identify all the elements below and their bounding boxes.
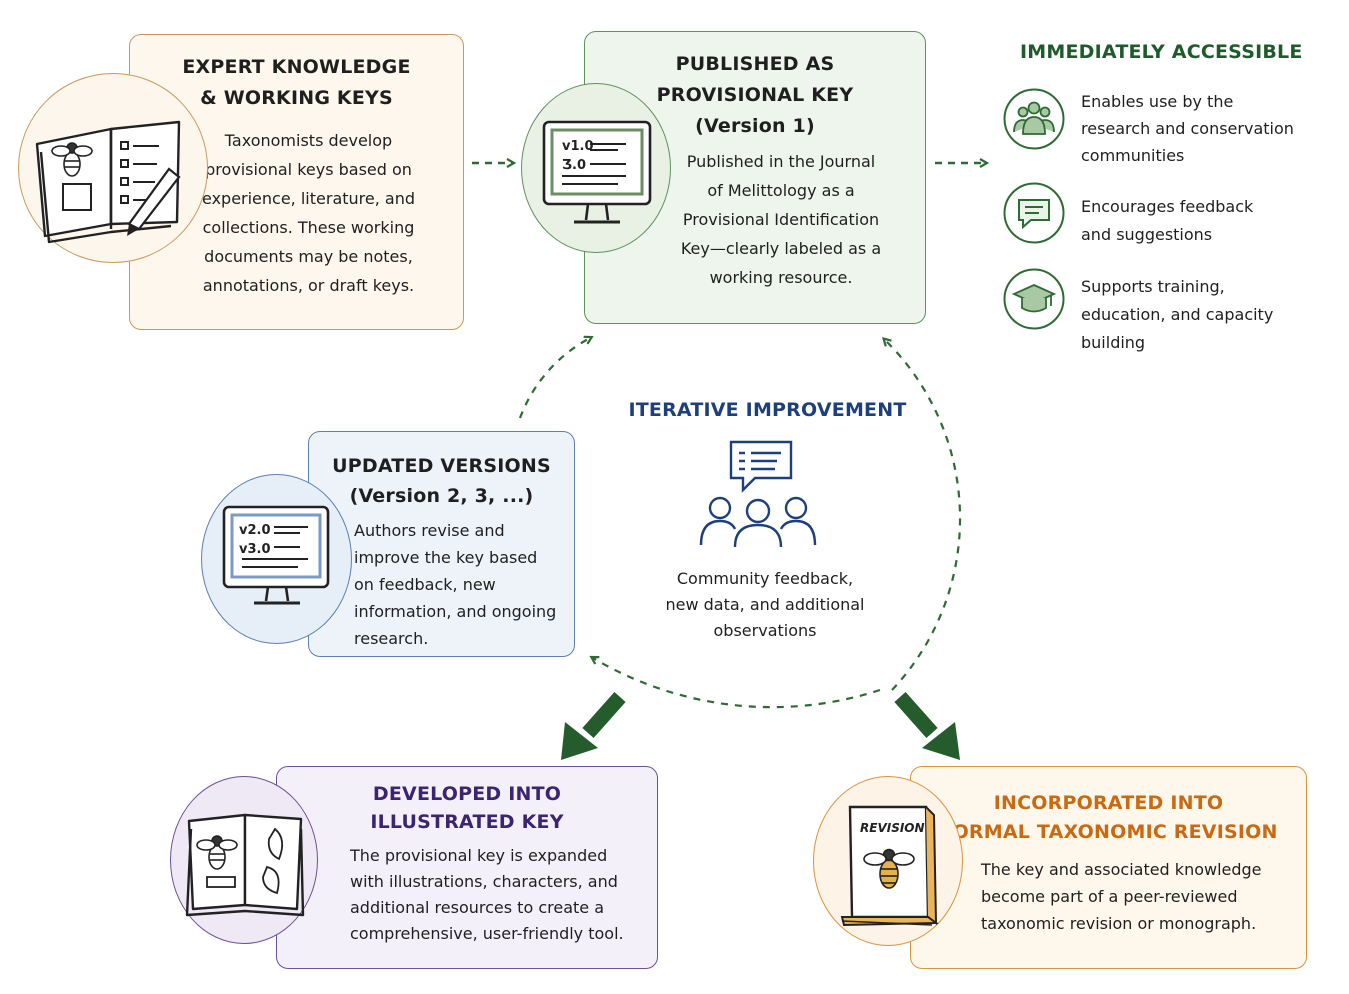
community-people-icon xyxy=(699,496,817,548)
screen-v1-label2: Ʒ.0 xyxy=(562,158,586,173)
revision-book-circle: REVISION xyxy=(813,776,963,946)
computer-monitor-icon xyxy=(542,120,652,224)
expert-title-line1: EXPERT KNOWLEDGE xyxy=(182,56,411,78)
published-title-line2: PROVISIONAL KEY xyxy=(656,84,854,106)
open-book-circle xyxy=(18,73,208,263)
illustrated-body: The provisional key is expanded with ill… xyxy=(350,846,624,943)
speech-bubble-icon xyxy=(729,440,793,493)
updated-title-line1: UPDATED VERSIONS xyxy=(332,455,551,477)
arrow-to-illustrated xyxy=(561,692,626,760)
revision-title-line1: INCORPORATED INTO xyxy=(993,792,1224,814)
revision-title-line2: FORMAL TAXONOMIC REVISION xyxy=(939,821,1278,843)
published-title-line3: (Version 1) xyxy=(695,115,815,137)
illustrated-book-circle xyxy=(170,776,318,944)
accessible-item-3-text: Supports training, education, and capaci… xyxy=(1081,277,1274,352)
expert-title-line2: & WORKING KEYS xyxy=(200,87,393,109)
expert-body: Taxonomists develop provisional keys bas… xyxy=(202,131,415,295)
caption-label-shape xyxy=(206,876,236,888)
screen-v3-label: v3.0 xyxy=(239,542,271,557)
monitor-v1-circle: v1.0 Ʒ.0 xyxy=(521,83,671,253)
expert-knowledge-box: EXPERT KNOWLEDGE & WORKING KEYS Taxonomi… xyxy=(129,34,464,330)
revision-book-label: REVISION xyxy=(860,821,925,835)
accessible-item-1-text: Enables use by the research and conserva… xyxy=(1081,92,1294,165)
bee-drawing-icon xyxy=(51,142,93,177)
screen-v2-label: v2.0 xyxy=(239,523,271,538)
accessible-item-1-icon-wrap xyxy=(1003,88,1065,150)
note-card xyxy=(62,183,92,211)
illustrated-title-line2: ILLUSTRATED KEY xyxy=(370,811,564,833)
illustrated-key-box: DEVELOPED INTO ILLUSTRATED KEY The provi… xyxy=(276,766,658,969)
revision-body: The key and associated knowledge become … xyxy=(981,860,1262,933)
community-feedback-icon-wrap xyxy=(695,437,825,552)
arrow-cycle-left xyxy=(518,338,590,419)
arrow-cycle-bottom xyxy=(593,658,881,709)
taxonomic-revision-box: INCORPORATED INTO FORMAL TAXONOMIC REVIS… xyxy=(910,766,1307,969)
updated-body: Authors revise and improve the key based… xyxy=(354,521,557,648)
iterative-body: Community feedback, new data, and additi… xyxy=(665,569,865,640)
arrow-to-revision xyxy=(894,692,960,760)
published-body: Published in the Journal of Melittology … xyxy=(680,152,882,287)
people-group-icon xyxy=(1013,101,1055,135)
accessible-item-2-icon-wrap xyxy=(1003,182,1065,244)
computer-monitor-icon xyxy=(222,505,330,605)
screen-v1-label: v1.0 xyxy=(562,139,594,154)
accessible-title: IMMEDIATELY ACCESSIBLE xyxy=(1020,41,1303,63)
iterative-title: ITERATIVE IMPROVEMENT xyxy=(628,399,907,421)
bee-drawing-icon xyxy=(196,835,238,870)
chat-bubble-icon xyxy=(1018,199,1050,230)
pencil-icon xyxy=(127,167,181,236)
leaf-illustration-icon xyxy=(262,827,284,895)
bee-icon xyxy=(863,848,915,889)
open-illustrated-book-icon xyxy=(185,813,305,917)
illustrated-title-line1: DEVELOPED INTO xyxy=(372,783,562,805)
accessible-item-3-icon-wrap xyxy=(1003,268,1065,330)
monitor-v2-circle: v2.0 v3.0 xyxy=(201,474,352,644)
updated-title-line2: (Version 2, 3, ...) xyxy=(349,485,534,507)
published-title-line1: PUBLISHED AS xyxy=(675,53,835,75)
graduation-cap-icon xyxy=(1011,284,1057,313)
accessible-item-2-text: Encourages feedback and suggestions xyxy=(1081,197,1254,244)
arrow-cycle-right xyxy=(885,340,962,691)
open-notebook-icon xyxy=(35,120,181,244)
